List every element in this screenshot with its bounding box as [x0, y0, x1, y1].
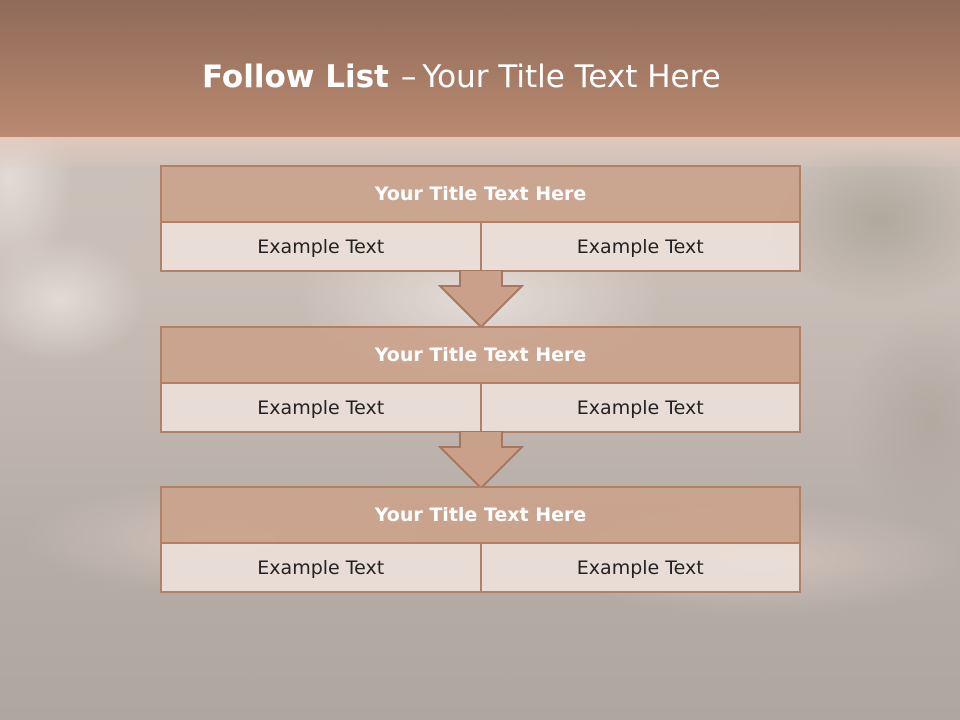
slide-title: Follow List–Your Title Text Here: [202, 55, 721, 99]
block-row: Example Text Example Text: [162, 544, 799, 591]
list-block-2: Your Title Text Here Example Text Exampl…: [160, 326, 801, 433]
title-separator: –: [400, 59, 417, 95]
block-cell-left: Example Text: [162, 384, 482, 431]
block-title: Your Title Text Here: [162, 488, 799, 544]
down-arrow-icon: [438, 270, 524, 328]
block-cell-right: Example Text: [481, 384, 799, 431]
block-cell-left: Example Text: [162, 223, 482, 270]
block-title: Your Title Text Here: [162, 167, 799, 223]
title-bold: Follow List: [202, 59, 389, 95]
block-cell-right: Example Text: [481, 544, 799, 591]
block-title: Your Title Text Here: [162, 328, 799, 384]
block-cell-left: Example Text: [162, 544, 482, 591]
header-strip: [0, 137, 960, 167]
title-rest: Your Title Text Here: [422, 59, 721, 95]
header-band: [0, 0, 960, 137]
block-row: Example Text Example Text: [162, 384, 799, 431]
down-arrow-icon: [438, 431, 524, 489]
list-block-1: Your Title Text Here Example Text Exampl…: [160, 165, 801, 272]
list-block-3: Your Title Text Here Example Text Exampl…: [160, 486, 801, 593]
block-cell-right: Example Text: [481, 223, 799, 270]
block-row: Example Text Example Text: [162, 223, 799, 270]
